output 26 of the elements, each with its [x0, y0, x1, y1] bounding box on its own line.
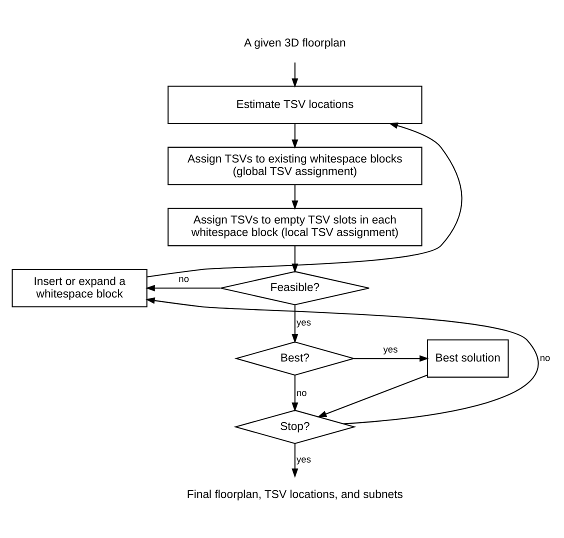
- node-diamond: Best?: [234, 340, 356, 376]
- arrow: [292, 443, 298, 478]
- node-text: A given 3D floorplan: [244, 37, 346, 50]
- node-box: Estimate TSV locations: [168, 85, 422, 124]
- edge-label: no: [178, 274, 190, 284]
- arrow: [292, 374, 298, 412]
- edge-label: yes: [296, 317, 311, 328]
- arrow: [146, 284, 221, 291]
- arrow: [145, 296, 538, 424]
- node-box: Assign TSVs to empty TSV slots in each whitespace block (local TSV assignment): [168, 207, 422, 246]
- edge-label: yes: [383, 344, 398, 354]
- node-box: Insert or expand a whitespace block: [12, 268, 148, 307]
- arrow: [146, 122, 462, 277]
- arrow: [317, 374, 428, 417]
- edge-label: no: [296, 388, 307, 398]
- edge-label: no: [540, 352, 550, 362]
- arrow: [292, 184, 298, 210]
- node-text: Final floorplan, TSV locations, and subnets: [186, 488, 403, 501]
- node-box: Assign TSVs to existing whitespace blocks (global TSV assignment): [168, 146, 422, 185]
- arrow: [292, 304, 298, 343]
- arrow: [292, 123, 298, 148]
- node-diamond: Feasible?: [220, 270, 370, 305]
- arrow: [354, 354, 429, 362]
- edge-label: yes: [296, 454, 311, 464]
- node-box: Best solution: [426, 338, 509, 378]
- arrow: [292, 62, 298, 88]
